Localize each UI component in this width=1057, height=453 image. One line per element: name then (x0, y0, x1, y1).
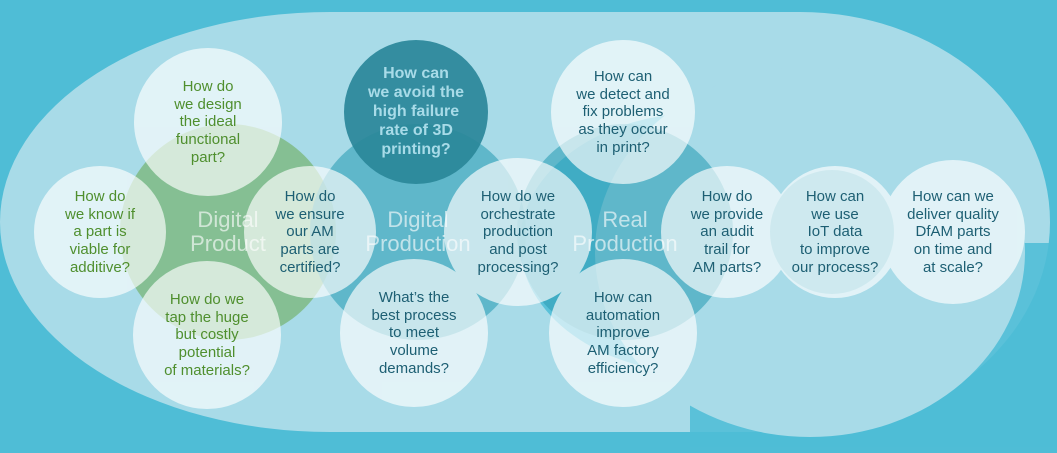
bubble-circle-ideal-functional-part (134, 48, 282, 196)
question-bubbles (34, 40, 1025, 409)
bubble-circle-am-parts-certified (244, 166, 376, 298)
bubble-circle-audit-trail-am-parts (661, 166, 793, 298)
bubble-circle-iot-data-improve (769, 166, 901, 298)
hero-circle-avoid-high-failure (344, 40, 488, 184)
bottom-trim (0, 447, 1057, 453)
bubble-circle-orchestrate-production (444, 158, 592, 306)
bubble-circle-best-process-volume (340, 259, 488, 407)
bubble-circle-detect-fix-problems (551, 40, 695, 184)
bubble-circle-potential-of-materials (133, 261, 281, 409)
bubble-circle-automation-efficiency (549, 259, 697, 407)
bubble-circle-deliver-quality-dfam (881, 160, 1025, 304)
bubble-circle-viable-for-additive (34, 166, 166, 298)
